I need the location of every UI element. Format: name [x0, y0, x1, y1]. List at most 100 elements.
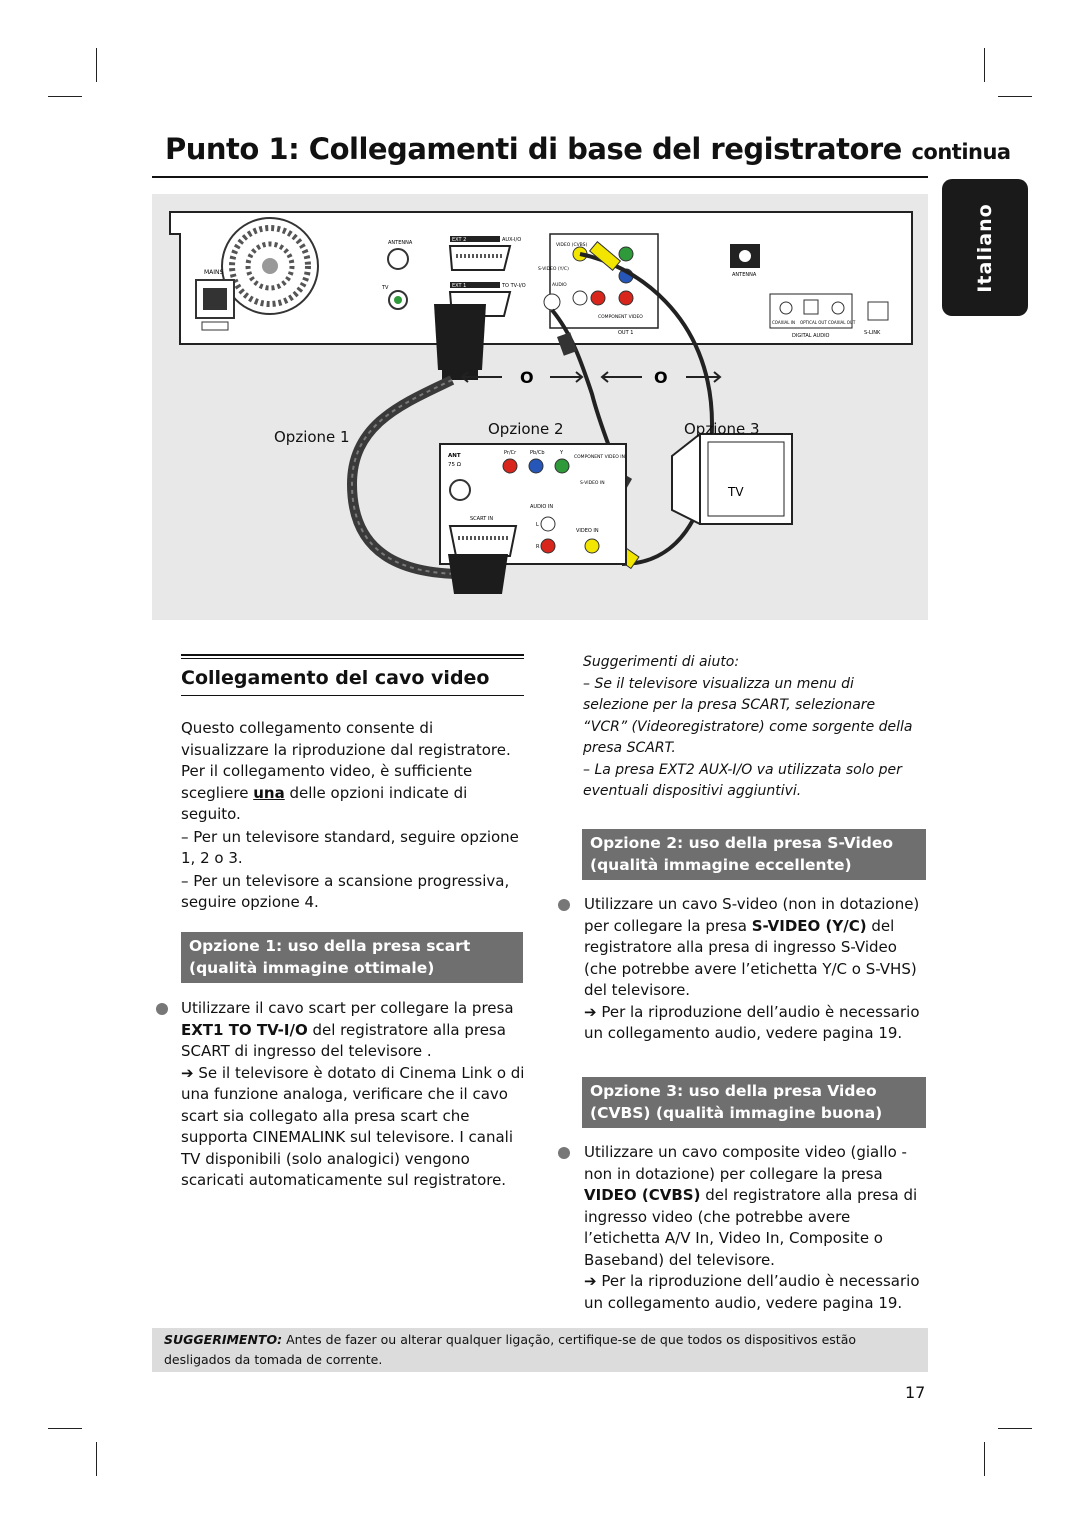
option1-heading: Opzione 1: uso della presa scart (qualit…	[181, 932, 523, 983]
crop-mark	[984, 48, 985, 82]
tv-label: TV	[727, 485, 744, 499]
component-video-label: COMPONENT VIDEO	[598, 314, 643, 320]
ext2-label: EXT 2	[452, 237, 466, 243]
s-link-label: S-LINK	[864, 330, 881, 336]
mains-label: MAINS	[204, 269, 224, 276]
antenna-label: ANTENNA	[388, 240, 413, 246]
bullet	[558, 899, 570, 911]
option1-body: Utilizzare il cavo scart per collegare l…	[181, 998, 526, 1192]
crop-mark	[984, 1442, 985, 1476]
option3-heading-line2: (CVBS) (qualità immagine buona)	[590, 1104, 883, 1122]
option3-paragraph: Utilizzare un cavo composite video (gial…	[584, 1142, 926, 1271]
arrow-icon: ➔	[584, 1272, 602, 1290]
arrow-icon: ➔	[584, 1002, 602, 1021]
tv-scart-in-label: SCART IN	[470, 516, 493, 522]
composite-cable	[579, 252, 715, 566]
component-pr-jack	[618, 290, 634, 306]
intro-text: Questo collegamento consente di visualiz…	[181, 719, 511, 802]
option1-jack-name: EXT1 TO TV-I/O	[181, 1020, 308, 1039]
connection-diagram: MAINS ANTENNA TV EXT 2 AUX-I/O EXT 1 TO …	[152, 194, 928, 620]
arrow-icon: ➔	[181, 1063, 199, 1082]
option3-heading: Opzione 3: uso della presa Video (CVBS) …	[582, 1077, 926, 1128]
tv-ant-ohm-label: 75 Ω	[448, 462, 461, 468]
option1-text: Utilizzare il cavo scart per collegare l…	[181, 999, 514, 1017]
heading-rule	[181, 658, 524, 659]
audio-l-jack	[572, 290, 588, 306]
s-video-label: S-VIDEO (Y/C)	[538, 266, 569, 272]
intro-emphasis: una	[253, 783, 285, 802]
option3-note-text: Per la riproduzione dell’audio è necessa…	[584, 1272, 920, 1312]
footer-tip-text: Antes de fazer ou alterar qualquer ligaç…	[164, 1332, 857, 1367]
option3-text: Utilizzare un cavo composite video (gial…	[584, 1143, 907, 1183]
aux-io-label: AUX-I/O	[502, 237, 521, 243]
coaxial-out-jack	[831, 301, 845, 315]
recorder-panel	[169, 211, 913, 345]
scart-plug-tv	[448, 554, 508, 594]
option3-jack-name: VIDEO (CVBS)	[584, 1186, 701, 1204]
page-title: Punto 1: Collegamenti di base del regist…	[165, 132, 1011, 166]
tv-pr-label: Pr/Cr	[504, 450, 517, 456]
footer-tip-label: SUGGERIMENTO:	[164, 1332, 283, 1347]
yellow-plug-recorder	[588, 241, 622, 271]
option2-text-end: del registratore alla presa di ingresso …	[584, 916, 917, 1000]
coaxial-in-label: COAXIAL IN	[772, 320, 795, 325]
section-heading-block: Collegamento del cavo video	[181, 654, 524, 698]
option1-label: Opzione 1	[274, 428, 350, 446]
scart-plug-recorder	[434, 304, 486, 380]
option2-note: ➔ Per la riproduzione dell’audio è neces…	[584, 1002, 926, 1045]
optical-out-label: OPTICAL OUT	[800, 320, 827, 325]
option2-heading: Opzione 2: uso della presa S-Video (qual…	[582, 829, 926, 880]
title-suffix: continua	[911, 140, 1011, 164]
tv-audio-r-jack	[540, 538, 556, 554]
tv-audio-in-label: AUDIO IN	[530, 504, 553, 510]
help-tips: Suggerimenti di aiuto: – Se il televisor…	[583, 652, 923, 803]
option2-heading-line1: Opzione 2: uso della presa S-Video	[590, 834, 894, 852]
tv-scart-socket	[448, 525, 518, 557]
option2-body: Utilizzare un cavo S-video (non in dotaz…	[584, 894, 926, 1045]
heading-rule	[181, 654, 524, 656]
option2-text: Utilizzare un cavo S-video (non in dotaz…	[584, 895, 920, 935]
bullet	[558, 1147, 570, 1159]
option1-heading-line2: (qualità immagine ottimale)	[189, 959, 435, 977]
ext1-label: EXT 1	[452, 283, 466, 289]
component-y-jack	[618, 246, 634, 262]
tv-y-jack	[554, 458, 570, 474]
section-intro: Questo collegamento consente di visualiz…	[181, 718, 524, 914]
language-tab-label: Italiano	[974, 202, 996, 293]
audio-label: AUDIO	[552, 282, 567, 288]
option-arrows	[460, 371, 722, 383]
option2-paragraph: Utilizzare un cavo S-video (non in dotaz…	[584, 894, 926, 1002]
s-video-jack	[543, 293, 561, 311]
tv-y-label: Y	[559, 450, 564, 456]
tv-component-label: COMPONENT VIDEO IN	[574, 454, 625, 460]
tv-s-video-label: S-VIDEO IN	[580, 480, 605, 486]
tv-pb-label: Pb/Cb	[530, 450, 545, 456]
option1-paragraph: Utilizzare il cavo scart per collegare l…	[181, 998, 526, 1063]
tv-video-in-label: VIDEO IN	[576, 528, 599, 534]
option3-body: Utilizzare un cavo composite video (gial…	[584, 1142, 926, 1314]
out1-label: OUT 1	[618, 330, 633, 336]
crop-mark	[96, 1442, 97, 1476]
heading-rule	[181, 695, 524, 696]
option1-heading-line1: Opzione 1: uso della presa scart	[189, 937, 471, 955]
tip-1: – Se il televisore visualizza un menu di…	[583, 675, 913, 757]
tv-jack-label: TV	[381, 285, 389, 291]
option3-label: Opzione 3	[684, 420, 760, 438]
video-cvbs-label: VIDEO (CVBS)	[556, 242, 588, 248]
language-tab: Italiano	[942, 179, 1028, 316]
digital-audio-label: DIGITAL AUDIO	[792, 333, 830, 339]
intro-paragraph: Questo collegamento consente di visualiz…	[181, 718, 524, 826]
intro-dash-1: – Per un televisore standard, seguire op…	[181, 827, 519, 868]
crop-mark	[998, 1428, 1032, 1429]
coaxial-out-label: COAXIAL OUT	[828, 320, 856, 325]
option1-text-end: del registratore alla presa SCART di ing…	[181, 1020, 506, 1061]
optical-out-jack	[803, 299, 819, 315]
separator-o-2: O	[654, 368, 668, 387]
option3-text-end: del registratore alla presa di ingresso …	[584, 1186, 918, 1269]
dvb-antenna-label: ANTENNA	[732, 272, 757, 278]
option3-heading-line1: Opzione 3: uso della presa Video	[590, 1082, 877, 1100]
crop-mark	[48, 1428, 82, 1429]
diagram-svg: MAINS ANTENNA TV EXT 2 AUX-I/O EXT 1 TO …	[152, 194, 928, 620]
antenna-in-jack	[387, 248, 409, 270]
option2-heading-line2: (qualità immagine eccellente)	[590, 856, 852, 874]
